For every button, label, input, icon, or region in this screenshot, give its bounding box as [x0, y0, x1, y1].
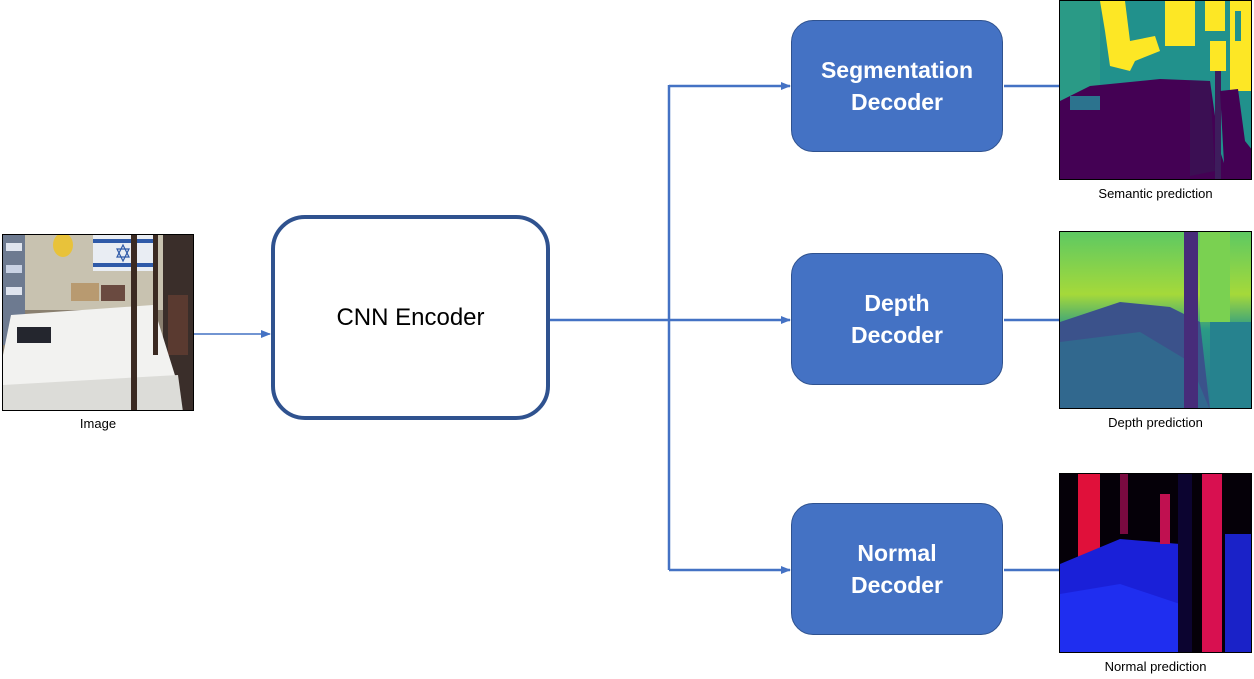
- normal-decoder-label: Normal Decoder: [850, 540, 944, 598]
- segmentation-decoder-label: Segmentation Decoder: [820, 57, 974, 115]
- segmentation-decoder-box: Segmentation Decoder: [791, 20, 1003, 152]
- depth-prediction-caption: Depth prediction: [1108, 415, 1203, 430]
- bedroom-photo: [3, 235, 193, 410]
- semantic-prediction-caption: Semantic prediction: [1098, 186, 1213, 201]
- cnn-encoder-box: CNN Encoder: [271, 215, 550, 420]
- depth-prediction-image: [1059, 231, 1252, 409]
- normal-decoder-box: Normal Decoder: [791, 503, 1003, 635]
- depth-decoder-label: Depth Decoder: [850, 290, 944, 348]
- input-image: [2, 234, 194, 411]
- depth-map: [1060, 232, 1251, 408]
- normal-prediction-caption: Normal prediction: [1104, 659, 1207, 674]
- normal-map: [1060, 474, 1251, 652]
- depth-decoder-box: Depth Decoder: [791, 253, 1003, 385]
- input-image-caption: Image: [79, 416, 117, 431]
- cnn-encoder-label: CNN Encoder: [336, 303, 485, 331]
- semantic-prediction-image: [1059, 0, 1252, 180]
- normal-prediction-image: [1059, 473, 1252, 653]
- semantic-map: [1060, 1, 1251, 179]
